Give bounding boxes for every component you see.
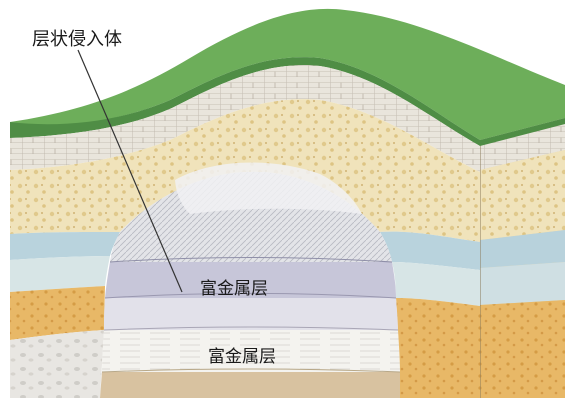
block-side-face: [480, 118, 565, 398]
label-laccolith: 层状侵入体: [32, 29, 122, 50]
label-ore-layer-upper: 富金属层: [200, 279, 268, 299]
label-ore-layer-lower: 富金属层: [208, 347, 276, 367]
bedrock: [100, 372, 400, 398]
